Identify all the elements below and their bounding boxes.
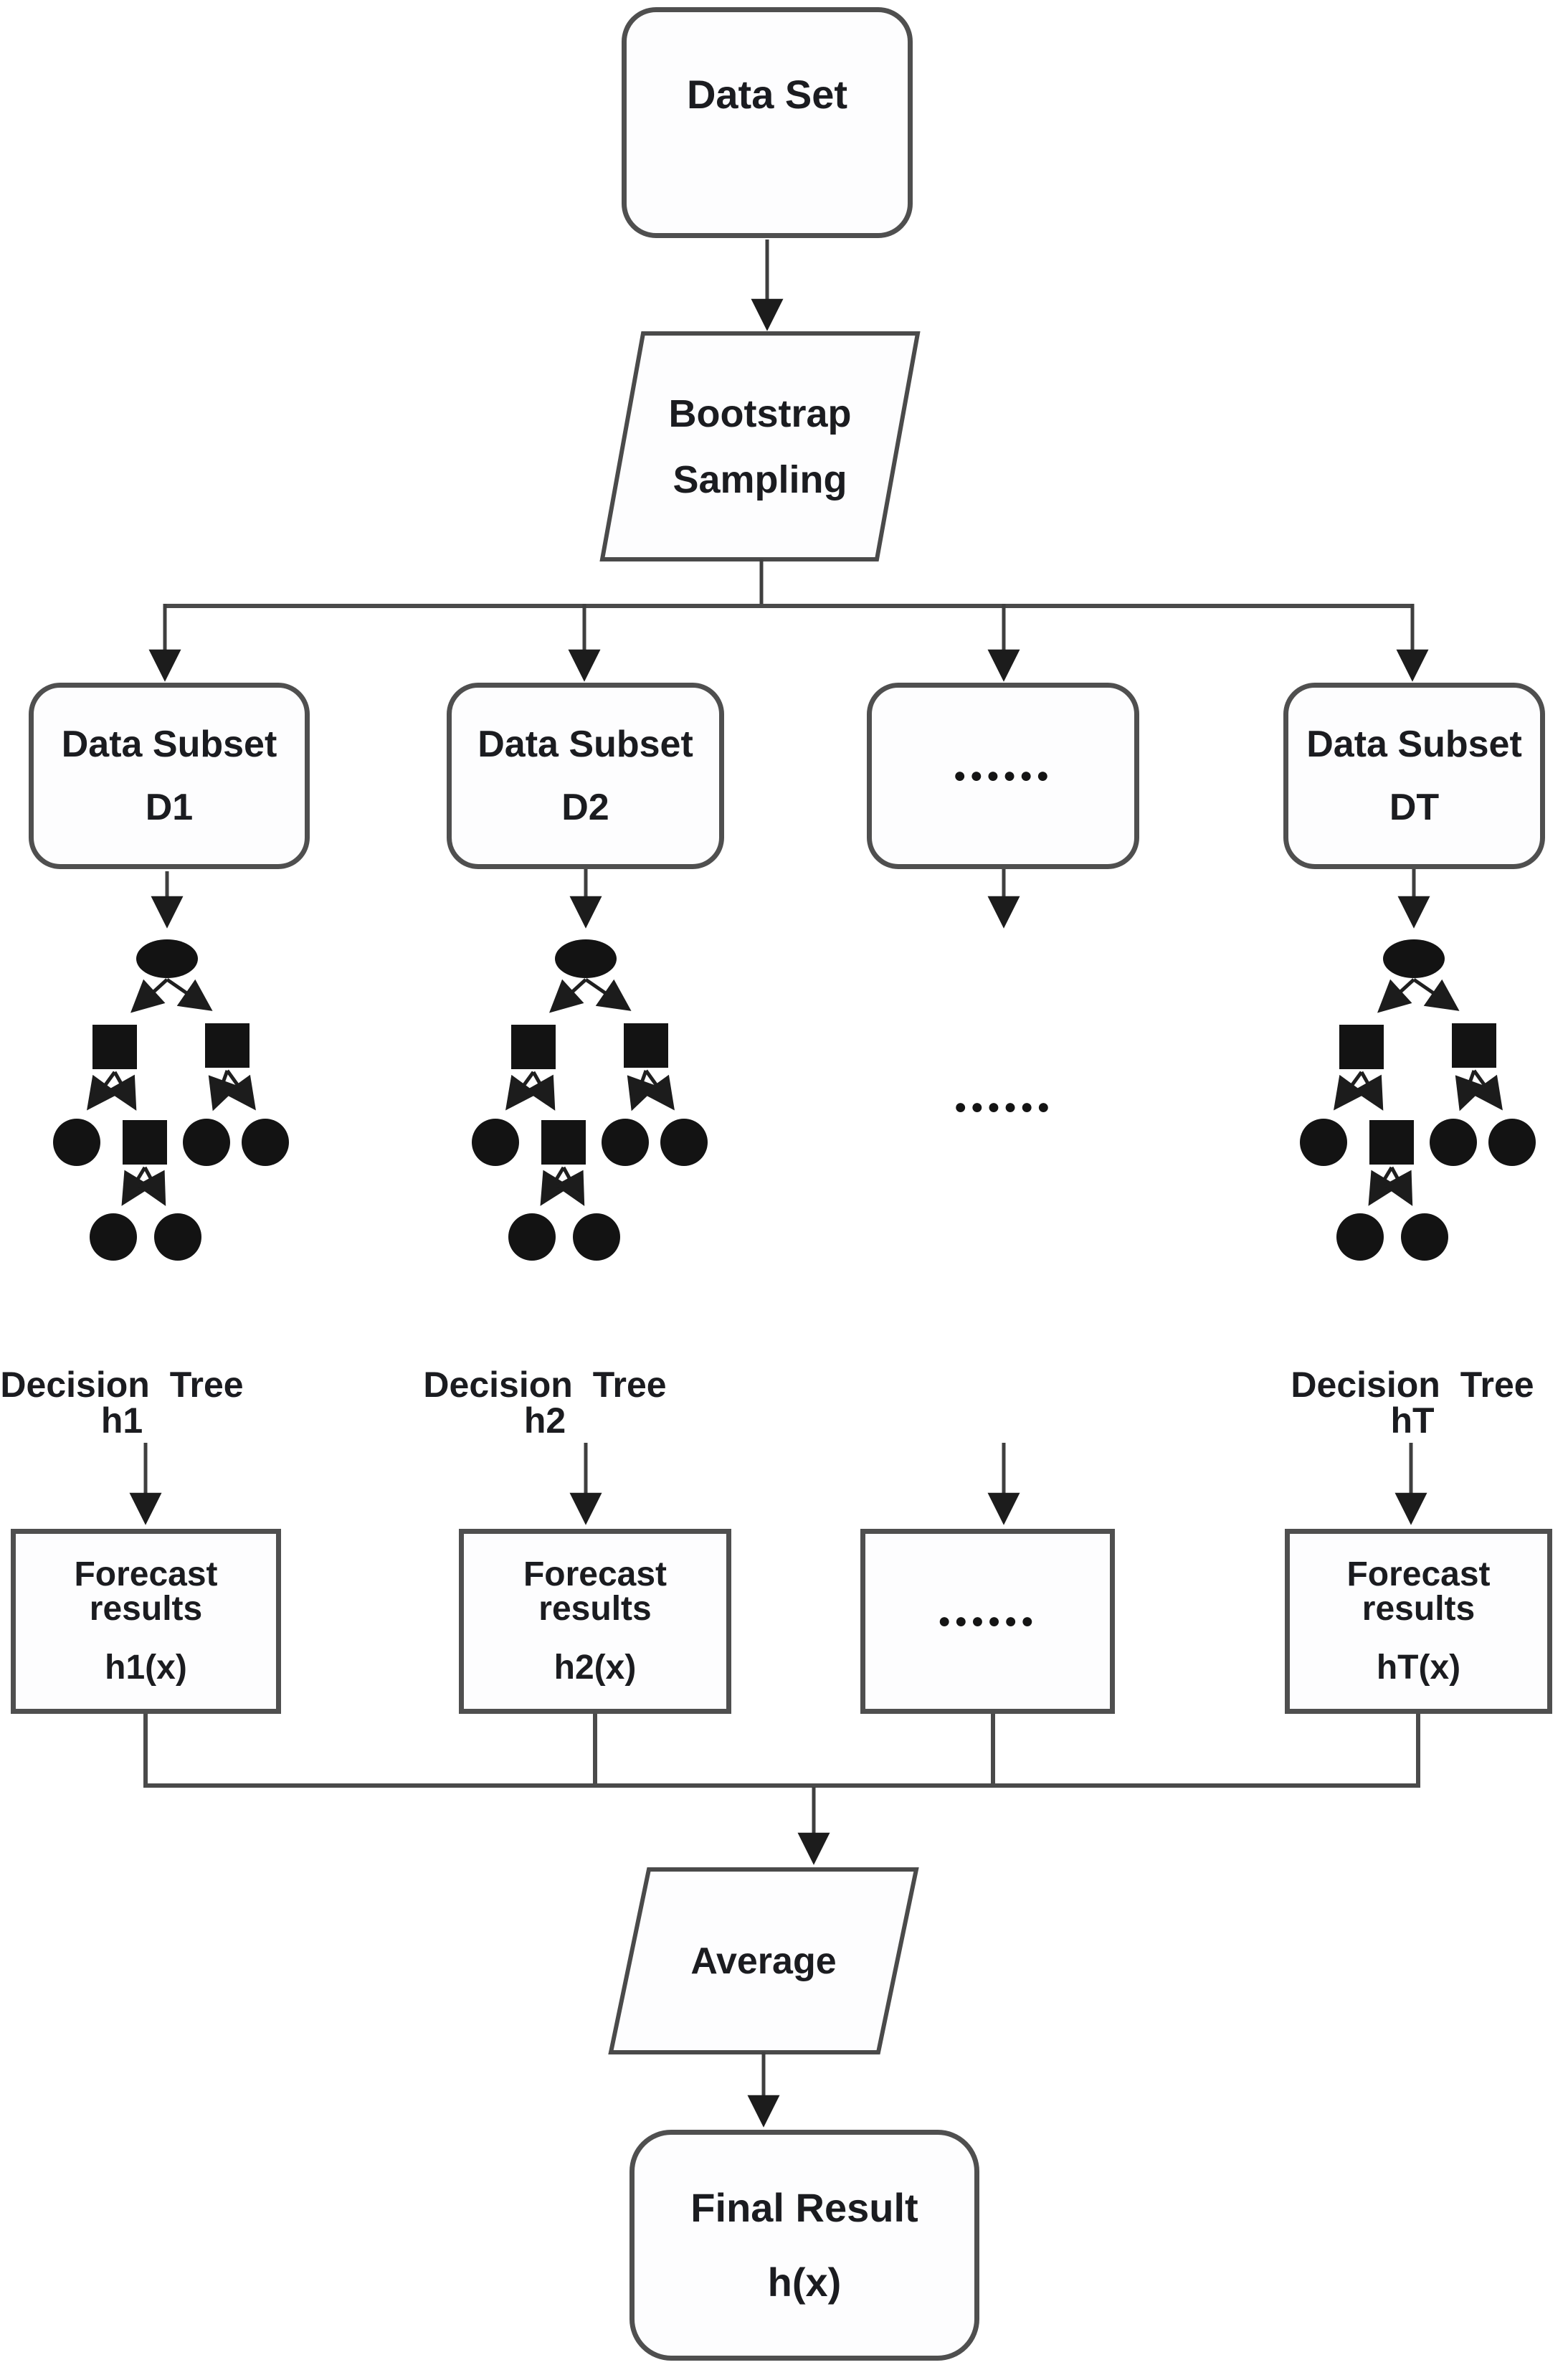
final-result-line2: h(x) [767,2260,842,2305]
subset-d2-line1: Data Subset [477,724,693,765]
data-set-label: Data Set [686,72,848,117]
final-result-line1: Final Result [690,2185,918,2230]
subset-d1-line1: Data Subset [61,724,277,765]
decision-tree-h2-text: Decision Tree h2 [423,1365,667,1441]
tree-ellipsis-dots: ●●●●●● [954,1095,1054,1119]
forecast-ht-line2: hT(x) [1376,1649,1461,1687]
decision-tree-1 [53,939,289,1261]
label-decision-tree-h1: Decision Tree h1 [0,1367,244,1438]
node-average: Average [611,1872,916,2051]
node-forecast-h2: Forecast results h2(x) [459,1529,731,1714]
node-data-subset-d1: Data Subset D1 [29,683,310,869]
node-forecast-h1: Forecast results h1(x) [11,1529,281,1714]
subset-d2-line2: D2 [561,787,609,828]
node-forecast-ellipsis: ●●●●●● [860,1529,1115,1714]
node-data-subset-ellipsis: ●●●●●● [867,683,1139,869]
bootstrap-parallelogram [599,331,921,561]
tree-ellipsis: ●●●●●● [925,1084,1083,1130]
bootstrap-line2: Sampling [673,458,847,501]
forecast-h1-line1: Forecast results [74,1555,218,1628]
bootstrap-line1: Bootstrap [668,392,852,435]
forecast-h2-line1: Forecast results [523,1555,667,1628]
forecast-ellipsis-dots: ●●●●●● [938,1609,1037,1633]
node-data-subset-dt: Data Subset DT [1283,683,1545,869]
decision-tree-2 [472,939,708,1261]
subset-dt-line2: DT [1389,787,1440,828]
subset-d1-line2: D1 [145,787,194,828]
forecast-h1-line2: h1(x) [105,1649,187,1687]
average-label: Average [690,1940,837,1982]
decision-tree-h1-text: Decision Tree h1 [0,1365,244,1441]
subset-dt-line1: Data Subset [1306,724,1522,765]
node-bootstrap-sampling: Bootstrap Sampling [606,336,914,558]
forecast-h2-line2: h2(x) [553,1649,637,1687]
subset-ellipsis-dots: ●●●●●● [953,764,1053,787]
decision-tree-ht-text: Decision Tree hT [1291,1365,1534,1441]
forecast-ht-line1: Forecast results [1346,1555,1491,1628]
node-data-set: Data Set [622,7,913,238]
decision-tree-T [1300,939,1536,1261]
label-decision-tree-ht: Decision Tree hT [1268,1367,1557,1438]
node-data-subset-d2: Data Subset D2 [447,683,724,869]
label-decision-tree-h2: Decision Tree h2 [412,1367,678,1438]
average-parallelogram [608,1867,919,2054]
node-forecast-ht: Forecast results hT(x) [1285,1529,1552,1714]
node-final-result: Final Result h(x) [629,2130,979,2361]
